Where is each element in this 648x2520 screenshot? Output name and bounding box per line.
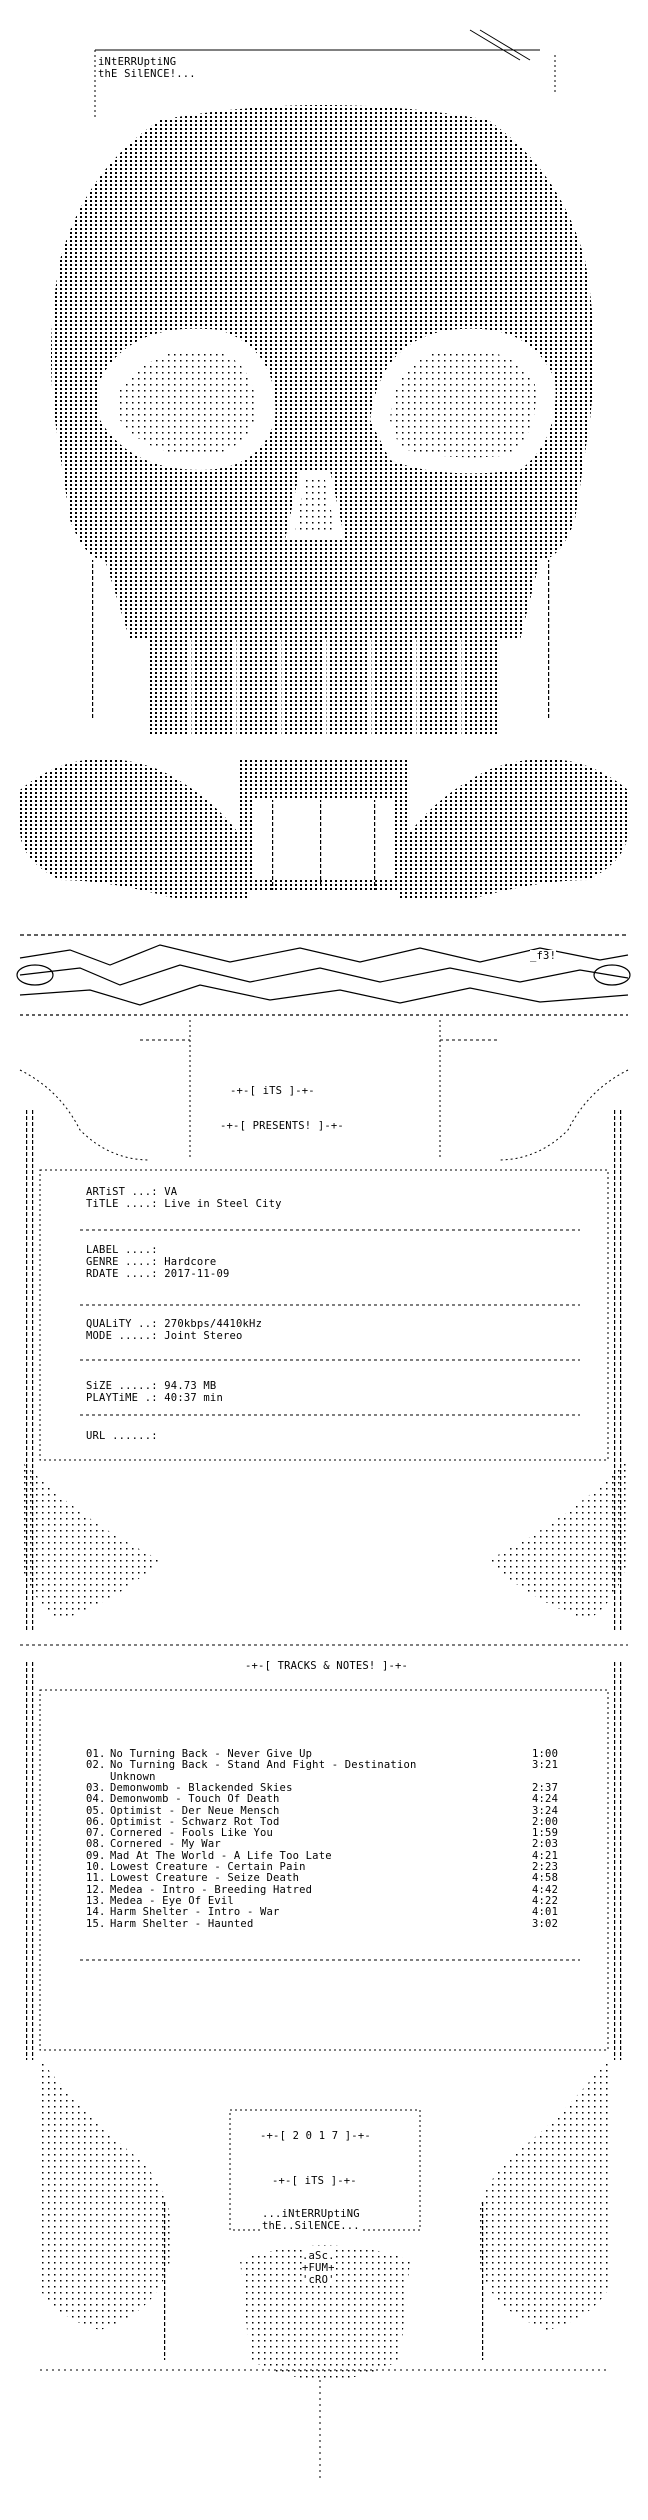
track-number: 03. (86, 1781, 106, 1794)
ascii-signature-1: .aSc. (302, 2250, 335, 2262)
artist-label: ARTiST ...: (86, 1186, 158, 1198)
track-name: Unknown (110, 1770, 156, 1783)
track-number: 05. (86, 1804, 106, 1817)
size-value: 94.73 MB (164, 1380, 217, 1392)
track-number: 13. (86, 1894, 106, 1907)
track-number: 08. (86, 1838, 106, 1851)
track-number: 09. (86, 1849, 106, 1862)
artist-signature: _f3! (530, 950, 557, 962)
track-name: Cornered - Fools Like You (110, 1827, 274, 1840)
track-name: Harm Shelter - Intro - War (110, 1906, 280, 1919)
mode-value: Joint Stereo (164, 1330, 243, 1342)
ascii-signature-2: +FUM+ (302, 2262, 335, 2274)
track-number: 14. (86, 1906, 106, 1919)
track-name: Harm Shelter - Haunted (110, 1917, 254, 1930)
title-label: TiTLE ....: (86, 1198, 158, 1210)
track-time: 3:24 (532, 1804, 559, 1817)
playtime-label: PLAYTiME .: (86, 1392, 158, 1404)
genre-label: GENRE ....: (86, 1256, 158, 1268)
track-number: 06. (86, 1815, 106, 1828)
playtime-value: 40:37 min (164, 1392, 223, 1404)
track-name: Demonwomb - Touch Of Death (110, 1793, 280, 1806)
mode-label: MODE .....: (86, 1330, 158, 1342)
presents-banner: -+-[ PRESENTS! ]-+- (220, 1120, 344, 1132)
track-number: 15. (86, 1917, 106, 1930)
track-number: 10. (86, 1861, 106, 1873)
track-number: 02. (86, 1759, 106, 1772)
track-time: 2:03 (532, 1838, 559, 1851)
track-name: Lowest Creature - Certain Pain (110, 1861, 306, 1873)
url-label: URL ......: (86, 1430, 158, 1442)
title-value: Live in Steel City (164, 1198, 282, 1210)
footer-its: -+-[ iTS ]-+- (272, 2175, 357, 2187)
rdate-value: 2017-11-09 (164, 1268, 230, 1280)
footer-group-line-1: ...iNtERRUptiNG (262, 2208, 360, 2220)
track-name: Demonwomb - Blackended Skies (110, 1781, 293, 1794)
label-label: LABEL ....: (86, 1244, 158, 1256)
track-time: 4:21 (532, 1849, 559, 1862)
track-name: Mad At The World - A Life Too Late (110, 1849, 332, 1862)
track-time: 4:22 (532, 1894, 559, 1907)
track-time: 4:58 (532, 1872, 559, 1885)
size-label: SiZE .....: (86, 1380, 158, 1392)
track-time: 1:00 (532, 1748, 559, 1760)
track-time: 3:21 (532, 1759, 559, 1772)
track-number: 12. (86, 1883, 106, 1896)
track-name: Medea - Intro - Breeding Hatred (110, 1883, 313, 1896)
track-time: 3:02 (532, 1917, 559, 1930)
track-name: Lowest Creature - Seize Death (110, 1872, 300, 1885)
track-time: 2:37 (532, 1781, 559, 1794)
track-number: 01. (86, 1748, 106, 1760)
artist-value: VA (164, 1186, 178, 1198)
track-name: Cornered - My War (110, 1838, 221, 1851)
quality-label: QUALiTY ..: (86, 1318, 158, 1330)
track-time: 4:24 (532, 1793, 559, 1806)
track-name: No Turning Back - Never Give Up (110, 1748, 313, 1760)
header-line-1: iNtERRUptiNG (98, 56, 177, 68)
track-time: 4:42 (532, 1883, 559, 1896)
track-time: 4:01 (532, 1906, 559, 1919)
tracks-header: -+-[ TRACKS & NOTES! ]-+- (245, 1660, 409, 1672)
footer-group-line-2: thE..SilENCE... (262, 2220, 360, 2232)
track-time: 2:23 (532, 1861, 559, 1873)
track-number: 07. (86, 1827, 106, 1840)
track-number: 04. (86, 1793, 106, 1806)
track-name: Optimist - Der Neue Mensch (110, 1804, 280, 1817)
skull-cranium (51, 105, 594, 640)
header-line-2: thE SilENCE!... (98, 68, 196, 80)
genre-value: Hardcore (164, 1256, 217, 1268)
track-name: Optimist - Schwarz Rot Tod (110, 1815, 280, 1828)
ascii-signature-3: 'cRO' (302, 2274, 335, 2286)
quality-value: 270kbps/4410kHz (164, 1318, 263, 1330)
track-time: 2:00 (532, 1815, 559, 1828)
track-number: 11. (86, 1872, 106, 1885)
footer-year: -+-[ 2 0 1 7 ]-+- (260, 2130, 371, 2142)
its-banner: -+-[ iTS ]-+- (230, 1085, 315, 1097)
rdate-label: RDATE ....: (86, 1268, 158, 1280)
track-name: Medea - Eye Of Evil (110, 1894, 234, 1907)
track-name: No Turning Back - Stand And Fight - Dest… (110, 1759, 417, 1772)
track-time: 1:59 (532, 1827, 559, 1840)
